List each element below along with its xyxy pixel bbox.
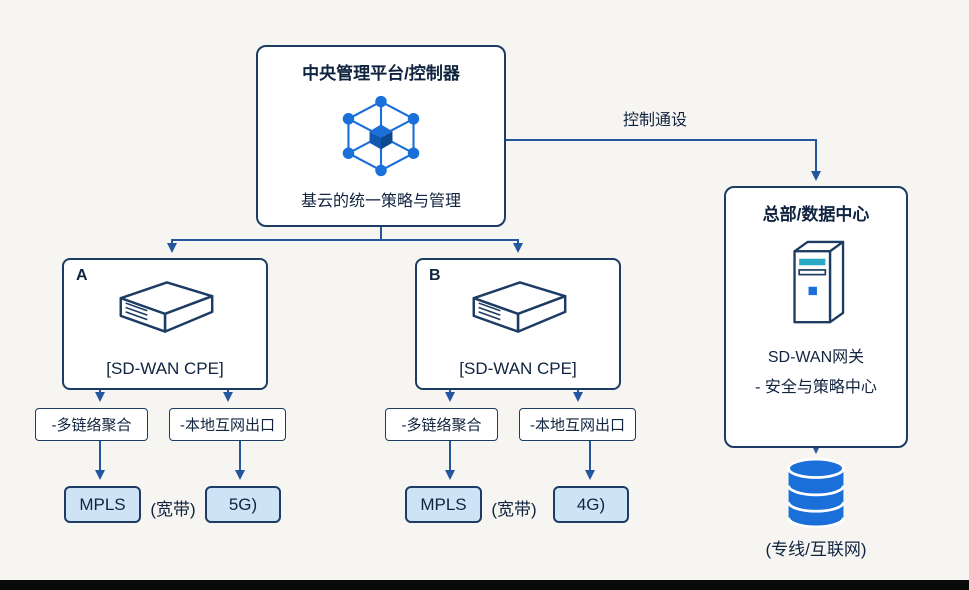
branch-a-link-5g: 5G)	[205, 486, 281, 523]
datacenter-box: 总部/数据中心 SD-WAN网关 - 安全与策略中心	[724, 186, 908, 448]
cube-glyph	[369, 124, 393, 149]
controller-subtitle: 基云的统一策略与管理	[300, 193, 461, 210]
datacenter-uplink-label: (专线/互联网)	[765, 540, 867, 559]
footer-bar	[0, 580, 969, 590]
controller-box: 中央管理平台/控制器 基云的统一策略与管理	[256, 45, 506, 227]
controller-title: 中央管理平台/控制器	[302, 64, 460, 83]
branch-b-label: B	[429, 267, 441, 284]
branch-b-device-label: [SD-WAN CPE]	[459, 359, 577, 378]
branch-a-link-broadband-label: (宽带)	[150, 500, 196, 519]
branch-a-link-mpls: MPLS	[64, 486, 141, 523]
branch-a-box: A [SD-WAN CPE]	[62, 258, 268, 390]
branch-b-link-4g: 4G)	[553, 486, 629, 523]
arrow-controller-to-branch-a	[167, 227, 382, 253]
branch-a-feature-local-exit: -本地互网出口	[169, 408, 286, 441]
branch-b-feature-local-exit: -本地互网出口	[519, 408, 636, 441]
branch-b-feature-aggregation: -多链络聚合	[385, 408, 498, 441]
datacenter-policy-label: - 安全与策略中心	[755, 379, 877, 396]
arrow-controller-to-branch-b	[381, 239, 523, 253]
branch-a-feature-aggregation: -多链络聚合	[35, 408, 148, 441]
branch-b-link-mpls: MPLS	[405, 486, 482, 523]
branch-a-device-label: [SD-WAN CPE]	[106, 359, 224, 378]
branch-b-link-broadband-label: (宽带)	[491, 500, 537, 519]
branch-b-box: B [SD-WAN CPE]	[415, 258, 621, 390]
control-link-label: 控制通设	[622, 112, 687, 129]
datacenter-gateway-label: SD-WAN网关	[767, 349, 865, 366]
database-icon	[787, 457, 845, 529]
branch-a-label: A	[76, 267, 88, 284]
arrow-control-link	[506, 139, 821, 181]
server-icon	[793, 240, 845, 324]
datacenter-title: 总部/数据中心	[762, 205, 870, 224]
switch-icon	[472, 281, 567, 333]
switch-icon	[119, 281, 214, 333]
mesh-network-icon	[342, 95, 420, 176]
